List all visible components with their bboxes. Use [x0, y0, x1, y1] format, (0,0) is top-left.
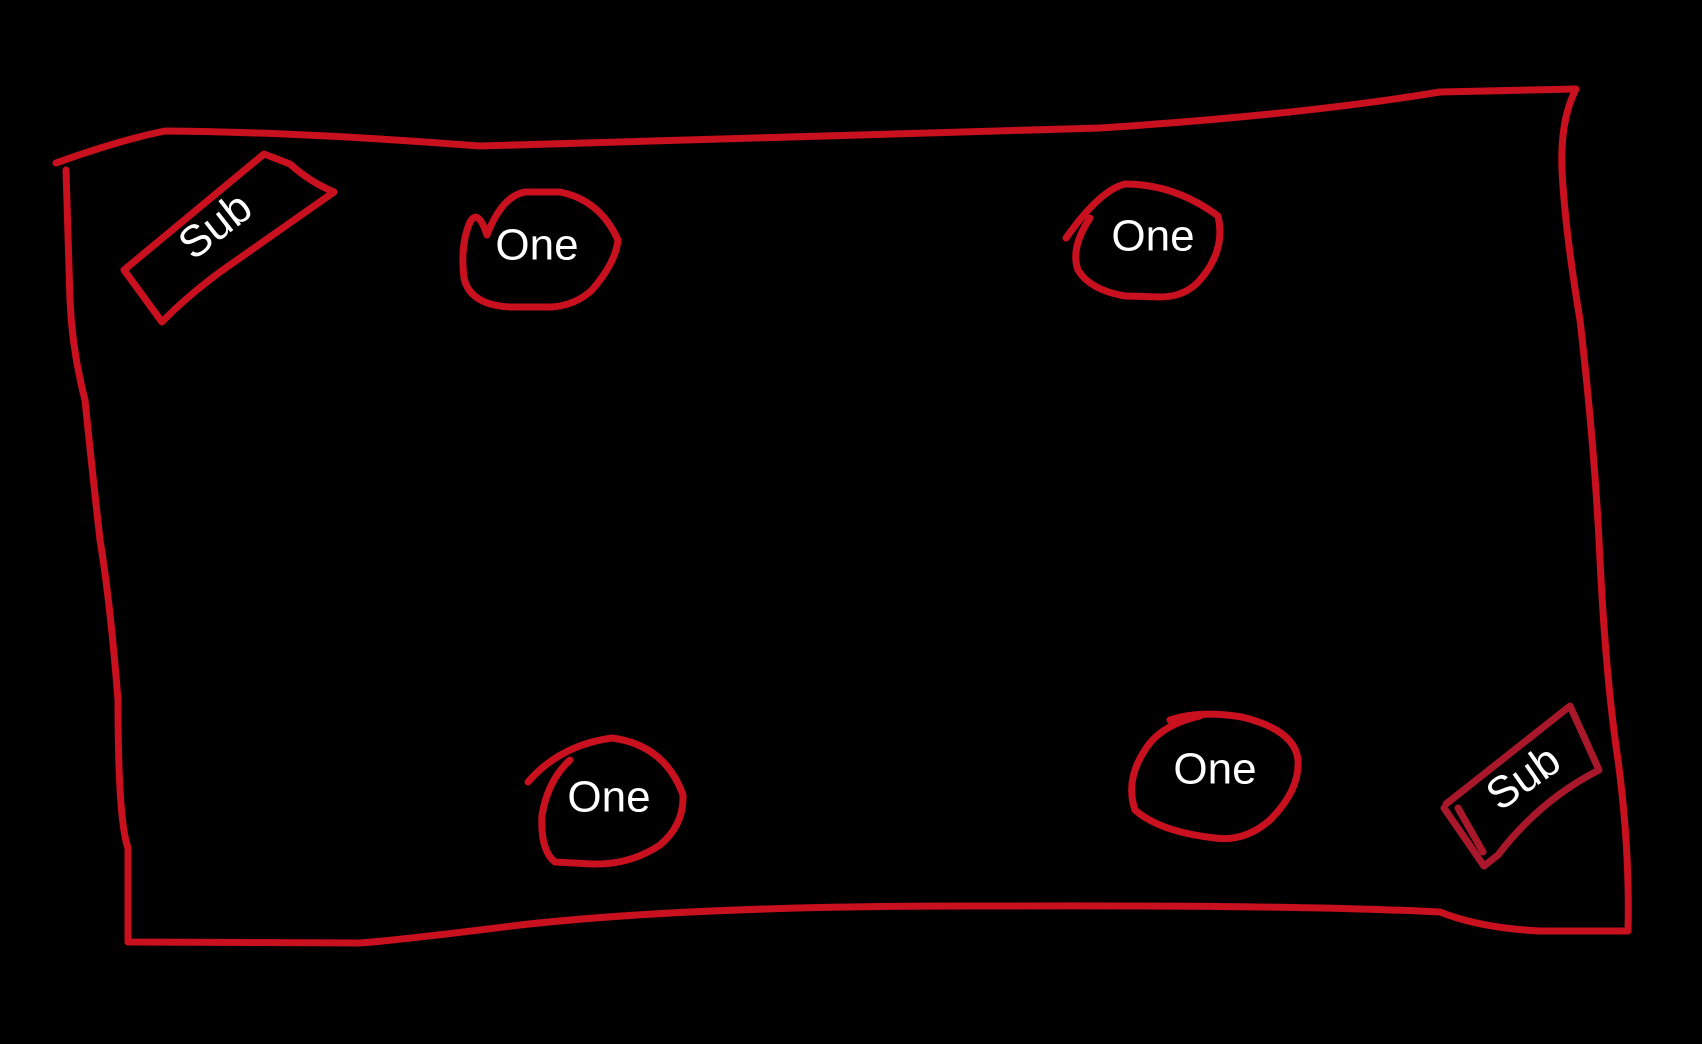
sub-node-outline [120, 150, 338, 326]
sub-node-label: Sub [1477, 735, 1569, 820]
one-node-outline [459, 188, 622, 311]
one-node-label: One [567, 773, 650, 822]
one-node-1: One [459, 188, 622, 311]
one-node-2: One [1062, 180, 1224, 301]
one-node-4: One [1128, 710, 1302, 843]
one-node-outline [524, 734, 687, 868]
outer-frame [52, 85, 1632, 947]
one-node-outline [1062, 180, 1224, 301]
one-node-label: One [495, 221, 578, 270]
one-node-label: One [1111, 212, 1194, 261]
sub-node-top-left: Sub [120, 150, 338, 326]
one-node-3: One [524, 734, 687, 868]
sub-node-outline [1440, 702, 1603, 870]
sub-node-bottom-right: Sub [1440, 702, 1603, 870]
one-node-outline [1128, 710, 1302, 843]
one-node-label: One [1173, 745, 1256, 794]
